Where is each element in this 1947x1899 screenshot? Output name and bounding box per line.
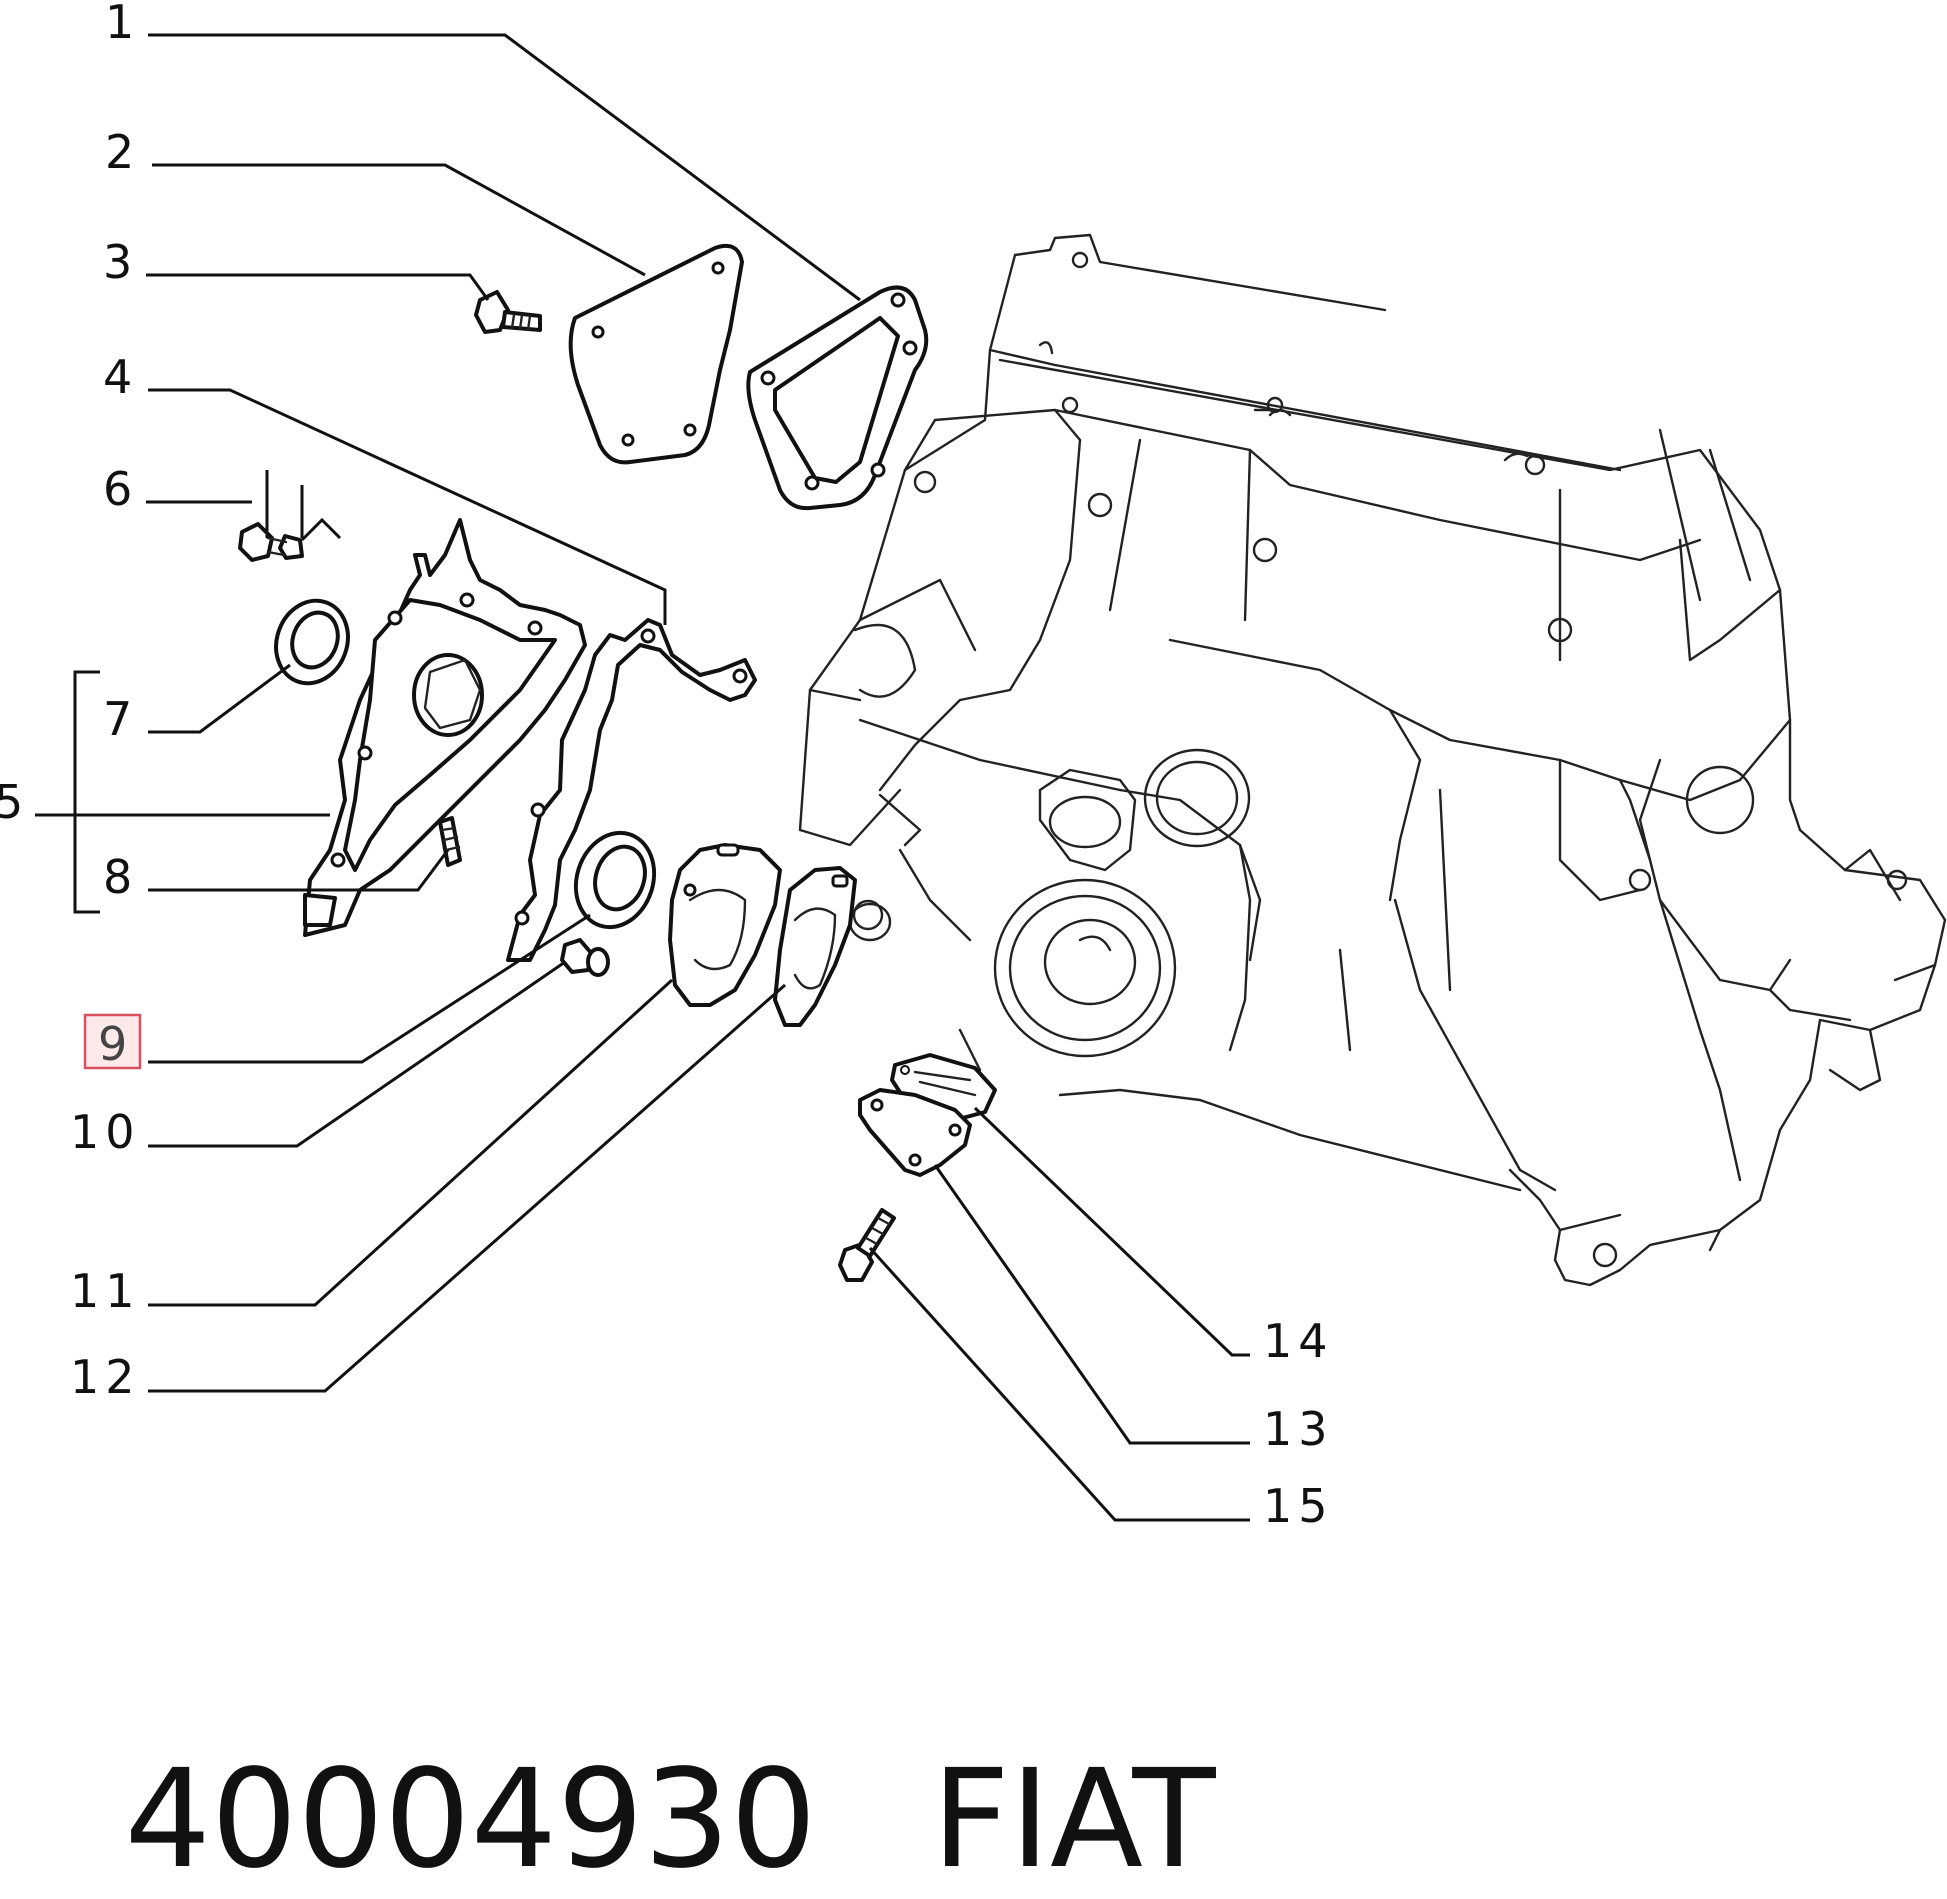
part-4-timing-cover-gasket — [506, 618, 757, 962]
callout-2: 2 — [105, 125, 134, 179]
callout-8: 8 — [103, 850, 132, 904]
callout-3: 3 — [103, 235, 132, 289]
callout-11: 11 — [70, 1264, 141, 1318]
callout-12: 12 — [70, 1350, 141, 1404]
callout-5: 5 — [0, 775, 23, 829]
part-12-pump-gasket — [773, 866, 884, 1027]
leader-10 — [148, 960, 566, 1148]
part-9-oil-seal — [573, 830, 657, 930]
part-number: 40004930 — [124, 1741, 817, 1899]
part-10-nut-washer — [560, 938, 610, 977]
leader-1 — [148, 33, 861, 302]
brand-name: FIAT — [931, 1741, 1216, 1899]
leader-11 — [148, 978, 674, 1307]
part-6-bolt-washer — [238, 522, 304, 562]
bracket-5 — [73, 670, 100, 914]
callout-7: 7 — [103, 692, 132, 746]
leader-13 — [933, 1164, 1250, 1445]
leader-14 — [973, 1106, 1250, 1357]
part-8-stud — [438, 816, 462, 867]
part-7-oil-seal — [274, 598, 350, 686]
callout-15: 15 — [1263, 1479, 1334, 1533]
exploded-parts-diagram: 1 2 3 4 5 6 7 8 9 10 11 12 14 13 15 — [0, 0, 1947, 1533]
leader-15 — [868, 1246, 1250, 1522]
callout-4: 4 — [103, 350, 132, 404]
callout-10: 10 — [70, 1105, 141, 1159]
leader-4 — [148, 388, 667, 625]
callout-9: 9 — [98, 1017, 127, 1071]
leader-9 — [148, 913, 591, 1064]
leader-lines — [35, 33, 1250, 1522]
part-13-flange-plate — [858, 1088, 972, 1177]
leader-3 — [146, 273, 490, 301]
leader-12 — [148, 983, 786, 1393]
callout-labels: 1 2 3 4 5 6 7 8 9 10 11 12 14 13 15 — [0, 0, 1334, 1533]
part-3-bolt — [474, 290, 542, 334]
callout-1: 1 — [105, 0, 134, 49]
part-1-cover-gasket — [746, 285, 929, 511]
part-2-cover-plate — [568, 243, 744, 465]
leader-2 — [152, 163, 646, 277]
part-15-bolt — [838, 1208, 896, 1282]
part-5-front-cover — [303, 518, 587, 937]
callout-6: 6 — [103, 462, 132, 516]
callout-13: 13 — [1263, 1402, 1334, 1456]
leader-8 — [148, 849, 450, 892]
engine-block-drawing — [798, 233, 1947, 1287]
leader-6-arrow — [300, 517, 342, 542]
callout-9-highlight — [83, 1013, 142, 1070]
part-11-pump-plate — [668, 843, 782, 1007]
callout-14: 14 — [1263, 1314, 1334, 1368]
leader-7 — [148, 663, 291, 734]
